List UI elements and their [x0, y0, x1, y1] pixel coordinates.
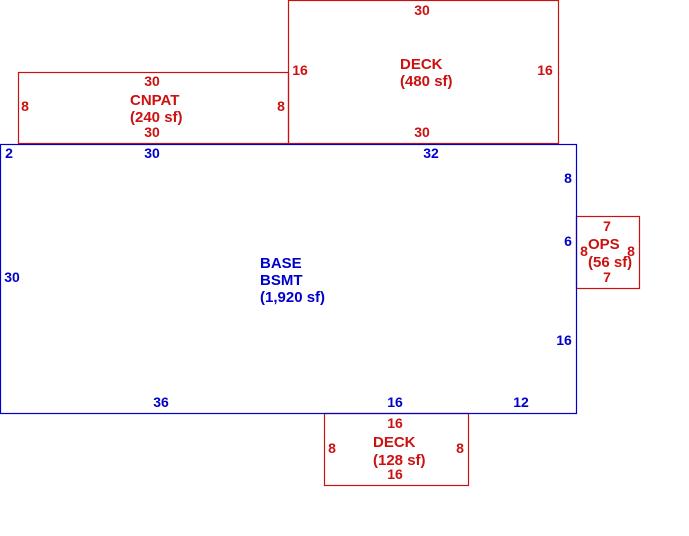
base-dim-top-right: 32 — [423, 145, 439, 161]
base-dim-left: 30 — [4, 269, 20, 285]
cnpat-dim-left: 8 — [21, 98, 29, 114]
ops-dim-right: 8 — [627, 243, 635, 259]
base-dim-top-left: 30 — [144, 145, 160, 161]
deck-top-name: DECK — [400, 56, 443, 73]
cnpat-dim-top: 30 — [144, 73, 160, 89]
ops-dim-top: 7 — [603, 218, 611, 234]
ops-dim-bottom: 7 — [603, 269, 611, 285]
deck-top-dim-top: 30 — [414, 2, 430, 18]
base-name: BASE — [260, 255, 302, 272]
base-subname: BSMT — [260, 272, 303, 289]
deck-top-dim-right: 16 — [537, 62, 553, 78]
cnpat-area: (240 sf) — [130, 109, 183, 126]
cnpat-name: CNPAT — [130, 92, 179, 109]
deck-top-dim-left: 16 — [292, 62, 308, 78]
base-dim-top-left-stub: 2 — [5, 145, 13, 161]
deck-bottom-area: (128 sf) — [373, 452, 426, 469]
base-area: (1,920 sf) — [260, 289, 325, 306]
deck-top-area: (480 sf) — [400, 73, 453, 90]
cnpat-dim-right: 8 — [277, 98, 285, 114]
cnpat-outline — [17, 71, 290, 145]
deck-bottom-dim-right: 8 — [456, 440, 464, 456]
deck-bottom-dim-left: 8 — [328, 440, 336, 456]
base-outline — [0, 143, 578, 415]
ops-area: (56 sf) — [588, 254, 632, 271]
base-dim-right-mid: 6 — [564, 233, 572, 249]
deck-bottom-dim-top: 16 — [387, 415, 403, 431]
base-dim-bottom-left: 36 — [153, 394, 169, 410]
deck-bottom-name: DECK — [373, 434, 416, 451]
base-dim-right-bottom: 16 — [556, 332, 572, 348]
ops-name: OPS — [588, 236, 620, 253]
deck-bottom-dim-bottom: 16 — [387, 466, 403, 482]
cnpat-dim-bottom: 30 — [144, 124, 160, 140]
ops-dim-left: 8 — [580, 243, 588, 259]
deck-top-dim-bottom: 30 — [414, 124, 430, 140]
base-dim-right-top: 8 — [564, 170, 572, 186]
base-dim-bottom-right: 12 — [513, 394, 529, 410]
base-dim-bottom-mid: 16 — [387, 394, 403, 410]
